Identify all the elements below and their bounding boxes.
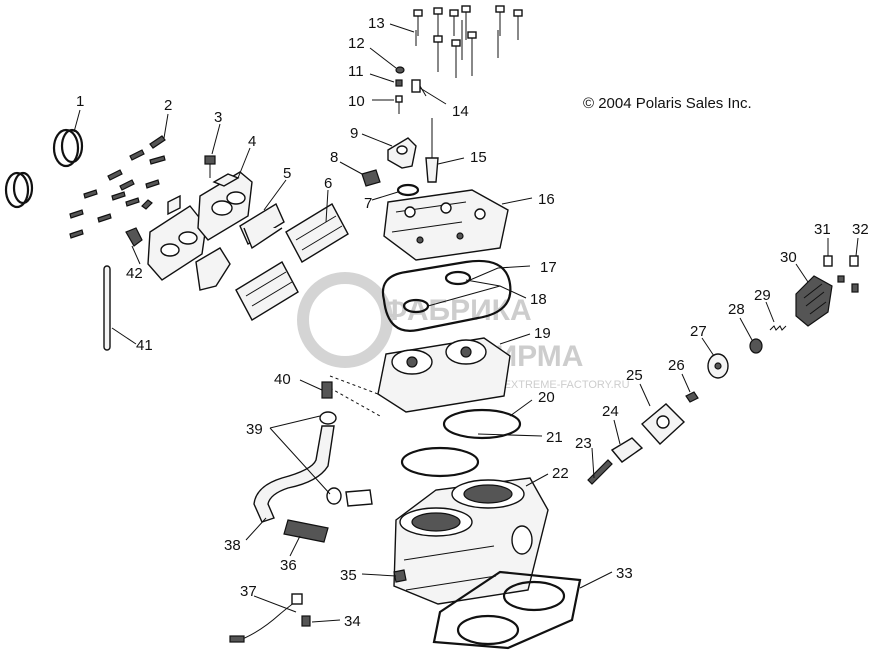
callout-2: 2 [164, 97, 172, 114]
part-head-gasket-17 [381, 259, 512, 332]
part-fitting-42 [125, 227, 143, 247]
part-disc-27 [707, 353, 729, 379]
part-nut-26 [685, 391, 699, 403]
callout-33: 33 [616, 565, 633, 582]
callout-13: 13 [368, 15, 385, 32]
part-cylinder-22 [393, 477, 549, 605]
callout-9: 9 [350, 125, 358, 142]
callout-31: 31 [814, 221, 831, 238]
part-o-ring-7 [396, 183, 420, 197]
part-clamps-39 [319, 411, 342, 505]
part-gasket-21 [400, 446, 480, 478]
part-fitting-8 [361, 169, 381, 187]
callout-28: 28 [728, 301, 745, 318]
part-hose-clamp [4, 128, 84, 209]
callout-19: 19 [534, 325, 551, 342]
callout-32: 32 [852, 221, 869, 238]
part-screw-32 [837, 255, 859, 293]
callout-24: 24 [602, 403, 619, 420]
callout-27: 27 [690, 323, 707, 340]
part-reed-cage-5 [195, 202, 285, 291]
callout-40: 40 [274, 371, 291, 388]
callout-35: 35 [340, 567, 357, 584]
part-stud-14 [411, 79, 427, 97]
part-head-bolts [413, 5, 523, 78]
part-screw-31 [823, 255, 833, 267]
callout-25: 25 [626, 367, 643, 384]
part-fitting-40 [321, 381, 333, 399]
callout-17: 17 [540, 259, 557, 276]
part-bolt-10 [395, 95, 403, 114]
watermark-url: WWW.EXTREME-FACTORY.RU [470, 379, 630, 391]
copyright-notice: © 2004 Polaris Sales Inc. [583, 95, 752, 112]
part-housing-30 [795, 275, 833, 327]
callout-26: 26 [668, 357, 685, 374]
part-head-cover-16 [383, 189, 509, 261]
part-reed-block-lower [235, 261, 299, 321]
callout-39: 39 [246, 421, 263, 438]
part-cover-25 [640, 403, 686, 445]
callout-30: 30 [780, 249, 797, 266]
part-gasket-20 [442, 408, 522, 440]
callout-11: 11 [348, 63, 364, 80]
callout-8: 8 [330, 149, 338, 166]
part-rod-41 [103, 265, 111, 351]
leader-lines [73, 23, 859, 623]
part-reed-block-6 [285, 203, 349, 263]
callout-38: 38 [224, 537, 241, 554]
callout-42: 42 [126, 265, 143, 282]
parts [4, 5, 859, 650]
callout-14: 14 [452, 103, 469, 120]
part-bolt-cluster-left [69, 135, 166, 239]
callout-18: 18 [530, 291, 547, 308]
callout-3: 3 [214, 109, 222, 126]
part-sensor-37 [229, 593, 303, 643]
part-spring-29 [769, 325, 787, 331]
part-gear-28 [749, 338, 763, 354]
part-stud-23 [587, 459, 613, 485]
part-intake-plate-left [147, 194, 207, 281]
callout-37: 37 [240, 583, 257, 600]
callout-10: 10 [348, 93, 365, 110]
callout-1: 1 [76, 93, 84, 110]
part-base-gasket-33 [432, 570, 582, 650]
callout-29: 29 [754, 287, 771, 304]
part-hose-38 [253, 425, 335, 523]
part-bolt-11 [395, 79, 403, 87]
callout-labels: 1 2 3 4 5 6 7 8 9 10 11 12 13 14 15 16 1… [76, 15, 869, 630]
callout-22: 22 [552, 465, 569, 482]
callout-16: 16 [538, 191, 555, 208]
part-cylinder-head-19 [377, 337, 511, 413]
callout-4: 4 [248, 133, 256, 150]
part-temp-sensor-15 [425, 118, 439, 183]
guide-lines [329, 375, 381, 417]
callout-36: 36 [280, 557, 297, 574]
callout-41: 41 [136, 337, 153, 354]
part-bolt-3 [204, 155, 216, 178]
part-bolt-34 [301, 615, 311, 627]
callout-5: 5 [283, 165, 291, 182]
callout-20: 20 [538, 389, 555, 406]
callout-6: 6 [324, 175, 332, 192]
callout-12: 12 [348, 35, 365, 52]
part-water-outlet-9 [387, 137, 417, 169]
part-hose-fitting-36 [283, 489, 373, 543]
part-gasket-24 [610, 437, 644, 463]
callout-15: 15 [470, 149, 487, 166]
part-fitting-35 [393, 569, 407, 583]
callout-23: 23 [575, 435, 592, 452]
watermark-logo [297, 272, 393, 368]
callout-7: 7 [364, 195, 372, 212]
callout-21: 21 [546, 429, 563, 446]
part-washer-12 [395, 66, 405, 74]
callout-34: 34 [344, 613, 361, 630]
